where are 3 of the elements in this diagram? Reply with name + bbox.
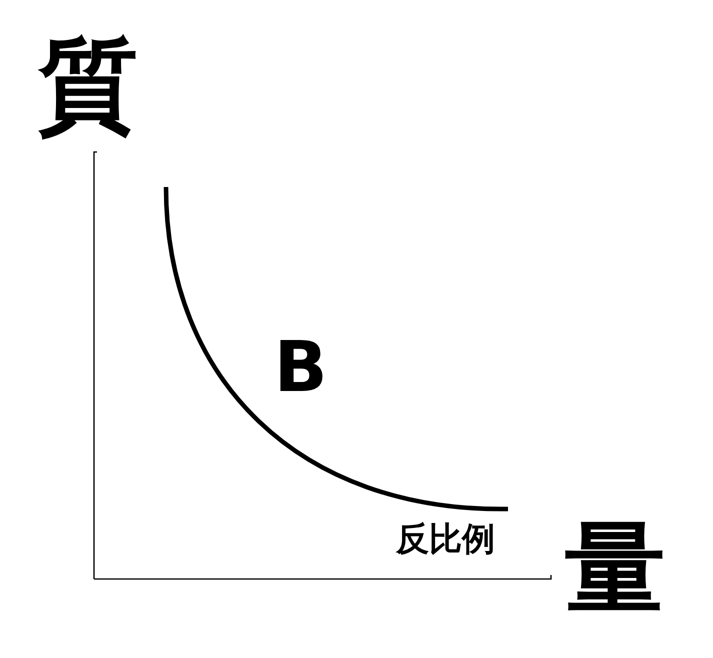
curve-caption: 反比例 — [396, 522, 495, 555]
x-axis-label: 量 — [565, 518, 665, 618]
curve-label: B — [274, 332, 328, 402]
